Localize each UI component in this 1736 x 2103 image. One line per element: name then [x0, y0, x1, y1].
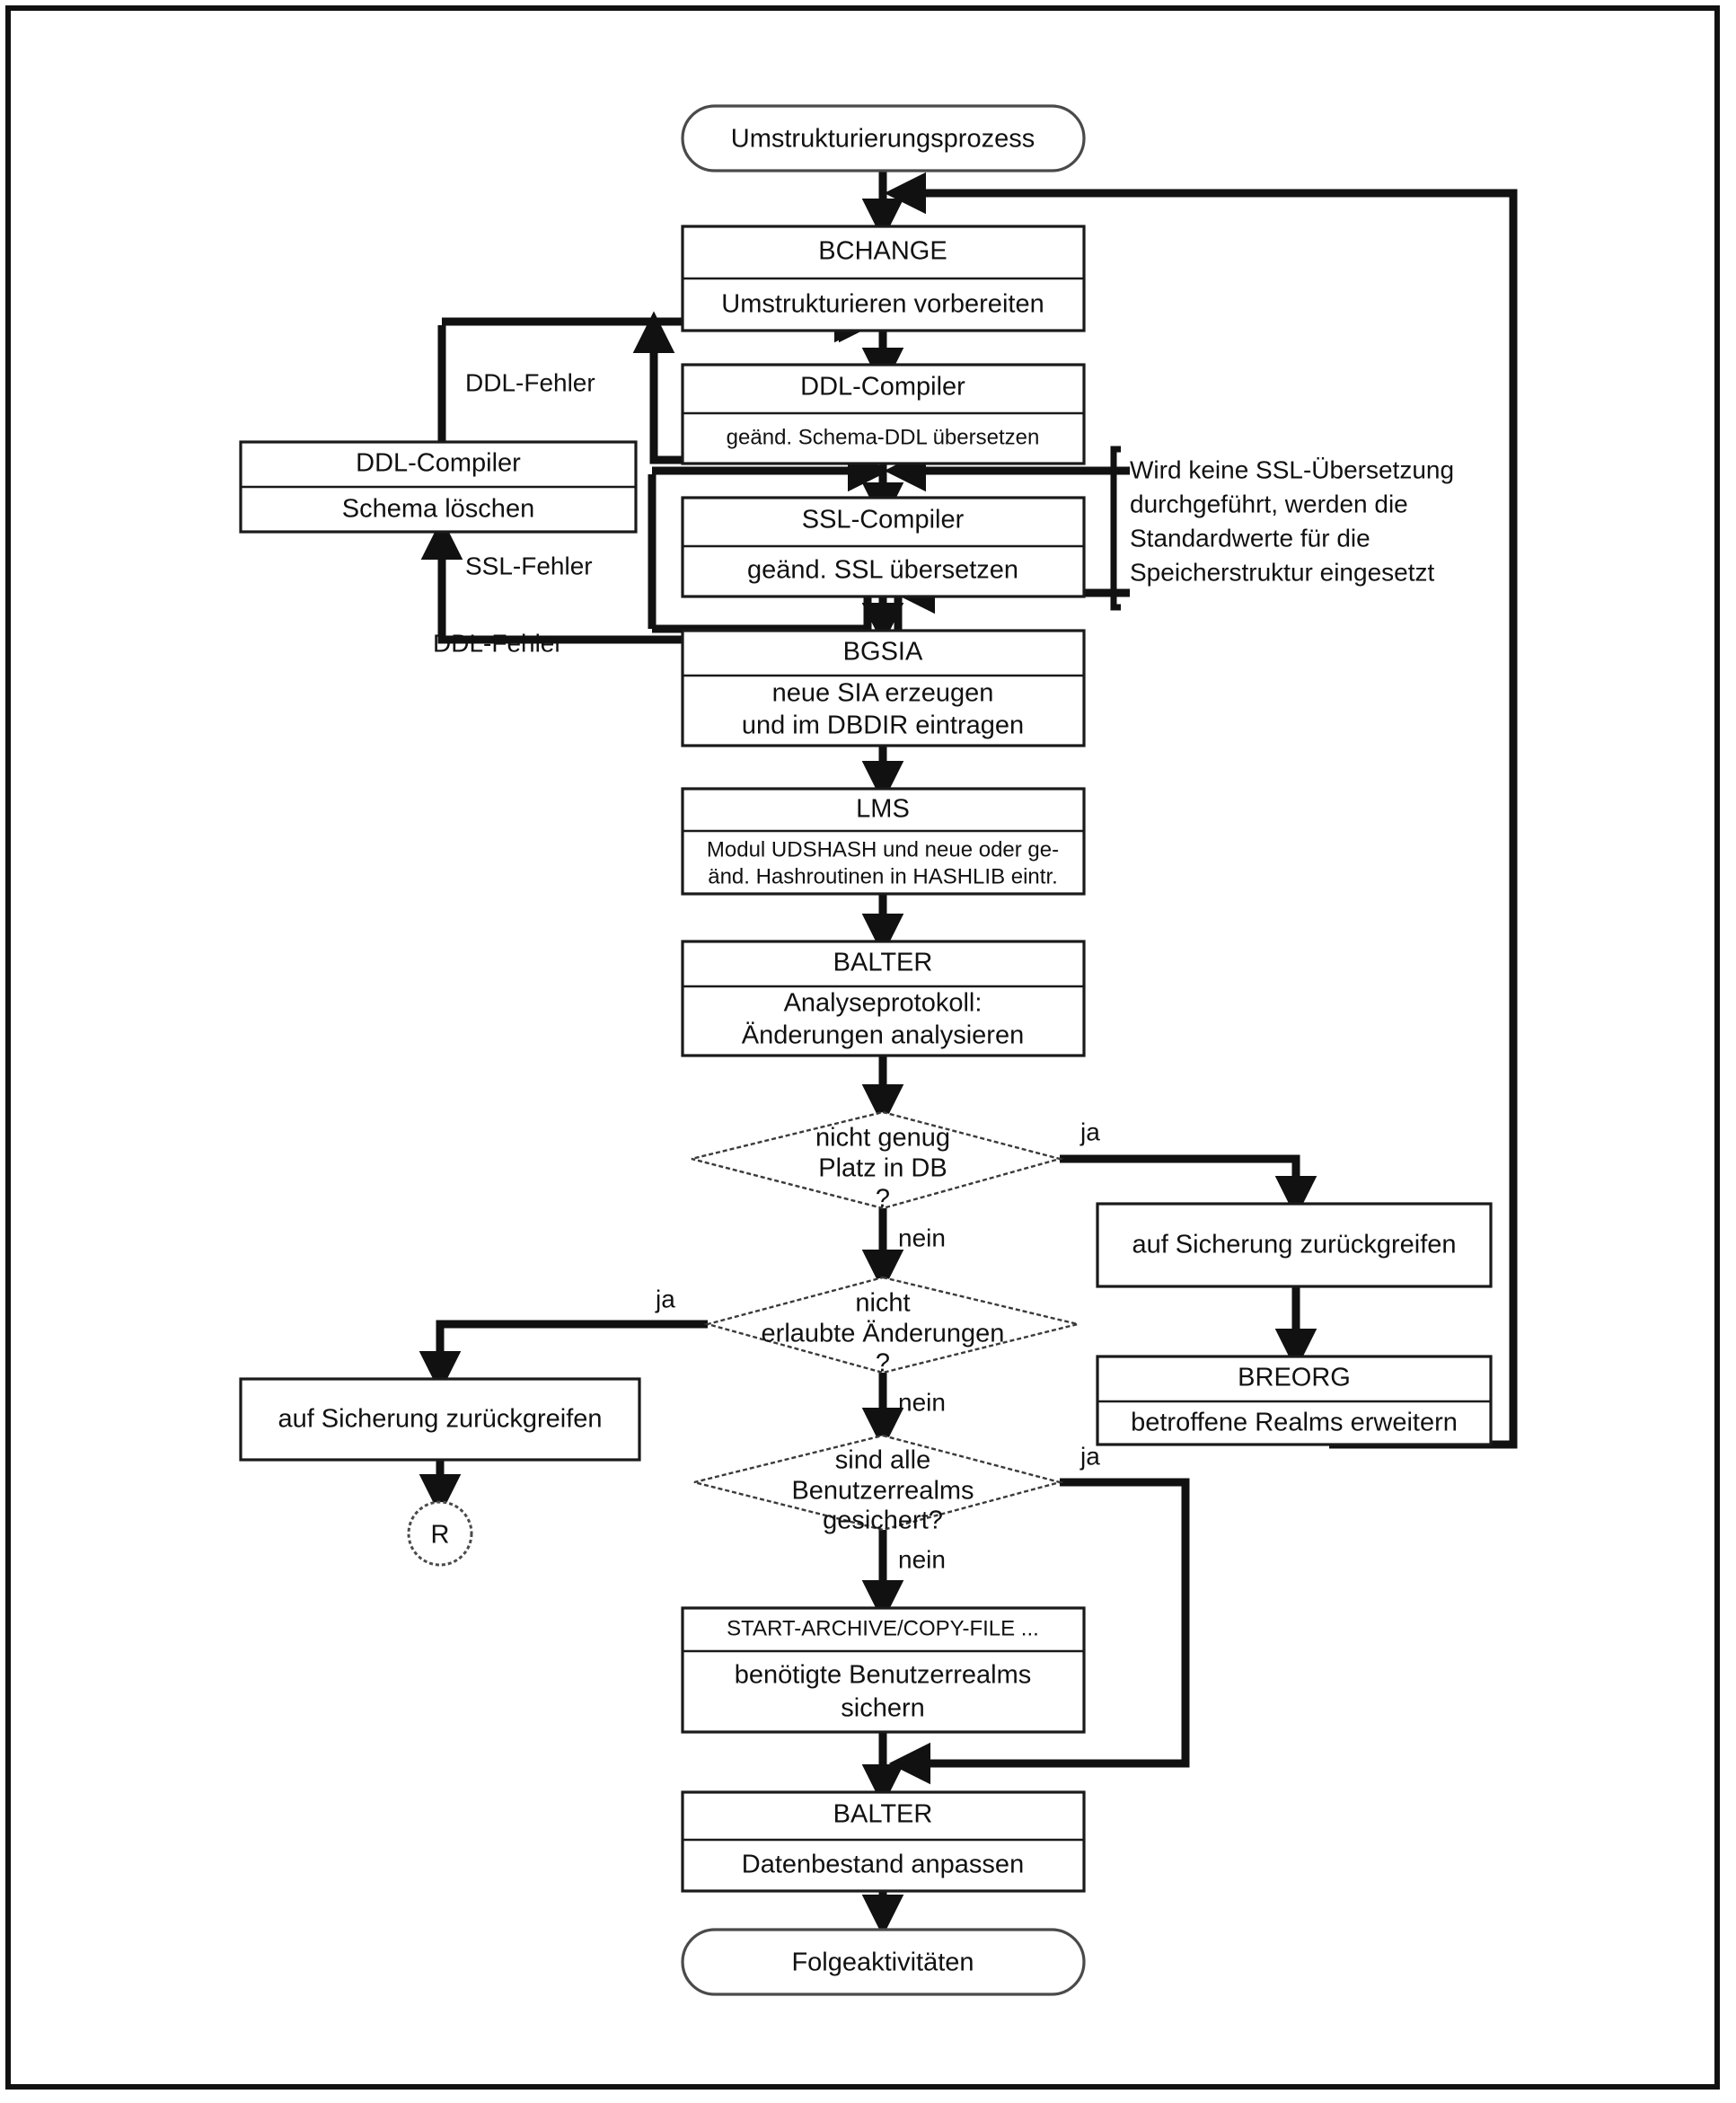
connector-r-label: R — [431, 1521, 450, 1550]
ddl-compiler-main-header: DDL-Compiler — [800, 373, 965, 402]
balter-analyse-header: BALTER — [833, 949, 933, 977]
ddl-compiler-left-body: Schema löschen — [342, 495, 534, 524]
balter-datenbestand-body: Datenbestand anpassen — [742, 1851, 1024, 1879]
ddl-compiler-main-body: geänd. Schema-DDL übersetzen — [727, 425, 1040, 449]
decision-platz-no-label: nein — [898, 1224, 946, 1251]
balter-analyse-body-1: Analyseprotokoll: — [784, 989, 983, 1018]
decision-benutzerrealms-line-2: Benutzerrealms — [791, 1477, 974, 1506]
node-breorg: BREORG betroffene Realms erweitern — [1096, 1355, 1493, 1446]
lms-header: LMS — [856, 795, 910, 824]
bchange-header: BCHANGE — [818, 237, 947, 266]
decision-benutzerrealms-line-1: sind alle — [835, 1446, 930, 1475]
balter-analyse-body-2: Änderungen analysieren — [742, 1021, 1024, 1050]
node-ddl-compiler-left: DDL-Compiler Schema löschen — [239, 440, 638, 534]
decision-aenderungen-line-3: ? — [876, 1349, 890, 1378]
breorg-body: betroffene Realms erweitern — [1131, 1409, 1458, 1437]
start-archive-body-2: sichern — [841, 1694, 925, 1723]
decision-aenderungen-line-1: nicht — [855, 1289, 910, 1318]
annotation-bracket — [1110, 446, 1121, 611]
decision-aenderungen-no-label: nein — [898, 1388, 946, 1416]
start-terminal-label: Umstrukturierungsprozess — [731, 125, 1035, 154]
sicherung-left-body: auf Sicherung zurückgreifen — [278, 1405, 602, 1434]
ssl-compiler-header: SSL-Compiler — [802, 506, 965, 535]
decision-benutzerrealms: sind alle Benutzerrealms gesichert? ja n… — [693, 1434, 1100, 1573]
node-lms: LMS Modul UDSHASH und neue oder ge- änd.… — [681, 787, 1086, 896]
annotation-line-3: Standardwerte für die — [1130, 524, 1370, 552]
bgsia-header: BGSIA — [843, 638, 923, 667]
edge-benutzerrealms-ja — [888, 1478, 1190, 1785]
node-balter-analyse: BALTER Analyseprotokoll: Änderungen anal… — [681, 940, 1086, 1057]
node-balter-datenbestand: BALTER Datenbestand anpassen — [681, 1790, 1086, 1893]
edge-platz-ja — [1060, 1154, 1317, 1218]
balter-datenbestand-header: BALTER — [833, 1800, 933, 1829]
end-terminal-label: Folgeaktivitäten — [791, 1948, 974, 1977]
annotation-line-2: durchgeführt, werden die — [1130, 490, 1408, 517]
node-start-terminal: Umstrukturierungsprozess — [681, 104, 1086, 172]
node-ssl-compiler: SSL-Compiler geänd. SSL übersetzen — [681, 496, 1086, 598]
decision-benutzerrealms-no-label: nein — [898, 1545, 946, 1573]
bchange-body: Umstrukturieren vorbereiten — [721, 290, 1044, 319]
decision-platz-line-1: nicht genug — [815, 1124, 950, 1153]
node-sicherung-left: auf Sicherung zurückgreifen — [239, 1377, 641, 1462]
node-bgsia: BGSIA neue SIA erzeugen und im DBDIR ein… — [681, 629, 1086, 747]
ssl-compiler-body: geänd. SSL übersetzen — [747, 556, 1018, 585]
label-ddl-fehler-top: DDL-Fehler — [465, 368, 595, 396]
lms-body-2: änd. Hashroutinen in HASHLIB eintr. — [708, 864, 1058, 888]
label-ddl-fehler-bottom: DDL-Fehler — [433, 629, 563, 657]
ddl-compiler-left-header: DDL-Compiler — [356, 449, 521, 478]
start-archive-header: START-ARCHIVE/COPY-FILE ... — [727, 1616, 1039, 1640]
bgsia-body-1: neue SIA erzeugen — [772, 679, 994, 708]
node-sicherung-right: auf Sicherung zurückgreifen — [1096, 1202, 1493, 1288]
decision-platz-line-3: ? — [876, 1185, 890, 1214]
decision-platz-line-2: Platz in DB — [818, 1154, 947, 1183]
decision-aenderungen-yes-label: ja — [655, 1285, 675, 1312]
decision-platz-yes-label: ja — [1079, 1118, 1100, 1145]
node-start-archive: START-ARCHIVE/COPY-FILE ... benötigte Be… — [681, 1606, 1086, 1734]
decision-aenderungen-line-2: erlaubte Änderungen — [762, 1320, 1005, 1348]
start-archive-body-1: benötigte Benutzerrealms — [735, 1661, 1031, 1690]
annotation-line-1: Wird keine SSL-Übersetzung — [1130, 455, 1454, 483]
bgsia-body-2: und im DBDIR eintragen — [742, 711, 1024, 740]
breorg-header: BREORG — [1238, 1364, 1351, 1392]
sicherung-right-body: auf Sicherung zurückgreifen — [1132, 1231, 1456, 1259]
decision-benutzerrealms-line-3: gesichert? — [823, 1507, 943, 1535]
annotation-line-4: Speicherstruktur eingesetzt — [1130, 558, 1435, 586]
connector-r: R — [407, 1500, 473, 1567]
decision-benutzerrealms-yes-label: ja — [1079, 1442, 1100, 1470]
lms-body-1: Modul UDSHASH und neue oder ge- — [707, 837, 1059, 862]
node-end-terminal: Folgeaktivitäten — [681, 1928, 1086, 1996]
node-ddl-compiler-main: DDL-Compiler geänd. Schema-DDL übersetze… — [681, 363, 1086, 465]
label-ssl-fehler: SSL-Fehler — [465, 552, 593, 579]
decision-aenderungen: nicht erlaubte Änderungen ? ja nein — [655, 1276, 1079, 1416]
edge-aenderungen-ja — [419, 1320, 708, 1393]
decision-platz-in-db: nicht genug Platz in DB ? ja nein — [691, 1110, 1100, 1251]
node-bchange: BCHANGE Umstrukturieren vorbereiten — [681, 225, 1086, 332]
